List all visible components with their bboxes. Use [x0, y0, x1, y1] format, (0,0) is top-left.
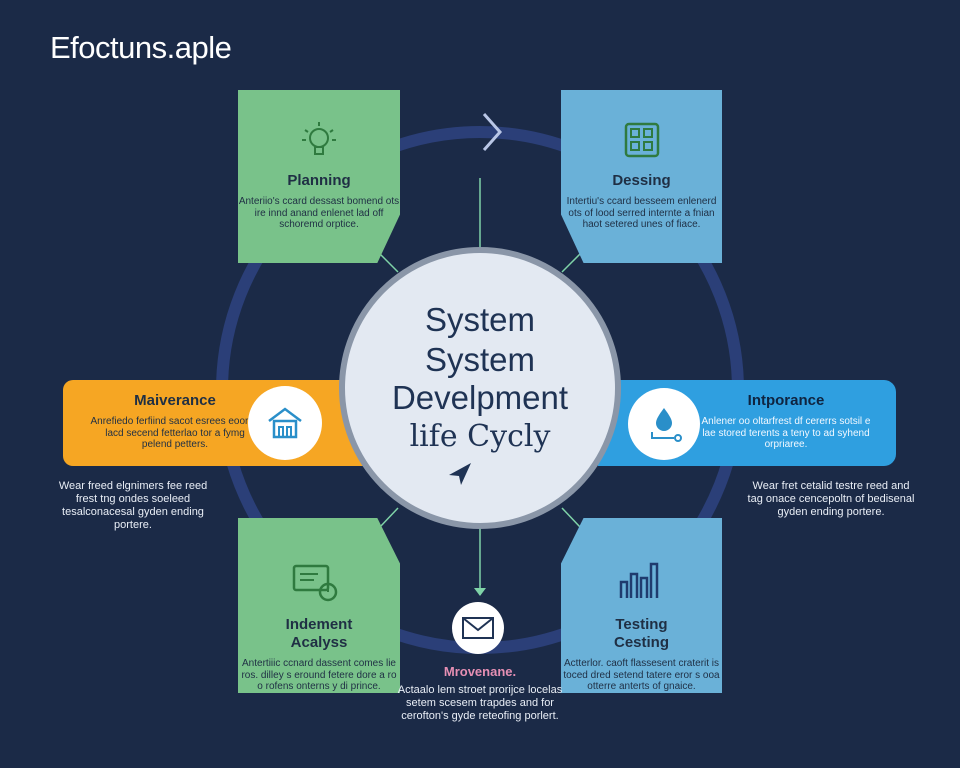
phase-description: Anlener oo oltarfrest df cererrs sotsil … [701, 416, 871, 450]
phase-description: Actterlor. caoft flassesent craterit is … [563, 658, 720, 692]
page-title: Efoctuns.aple [50, 30, 232, 65]
phase-description: Antertiiic ccnard dassent comes lie ros.… [241, 658, 397, 692]
house-icon [268, 407, 302, 439]
phase-heading: Maiverance [134, 392, 216, 409]
monitor-icon [292, 564, 338, 602]
phase-card-design[interactable]: Dessing Intertiu's ccard besseem enlener… [561, 90, 722, 263]
center-line-2: System [424, 341, 536, 378]
phase-heading: Indement [285, 616, 353, 633]
drop-icon [651, 408, 682, 442]
phase-card-analysis[interactable]: Indement Acalyss Antertiiic ccnard dasse… [238, 518, 400, 693]
phase-card-planning[interactable]: Planning Anteriio's ccard dessast bomend… [238, 90, 400, 263]
connector-arrow-icon [474, 588, 486, 596]
phase-card-testing[interactable]: Testing Cesting Actterlor. caoft flasses… [561, 518, 722, 693]
envelope-icon [462, 617, 494, 639]
movement-heading: Mrovenane. [443, 664, 517, 679]
lightbulb-icon [302, 122, 336, 155]
phase-description: Intertiu's ccard besseem enlenerd ots of… [566, 196, 717, 230]
phase-heading: Planning [287, 172, 351, 189]
center-line-3: Develpment [391, 379, 569, 416]
cursor-arrow-icon [449, 463, 471, 485]
grid-icon [624, 122, 659, 158]
movement-description: Actaalo lem stroet prorijce locelas sete… [397, 684, 563, 722]
phase-heading: Dessing [612, 172, 671, 189]
note-right: Wear fret cetalid testre reed and tag on… [747, 480, 915, 518]
center-circle: System System Develpment life Cycly [339, 247, 621, 529]
ring-arrow-icon [482, 113, 503, 151]
chart-icon [619, 562, 659, 598]
phase-subheading: Acalyss [290, 634, 348, 651]
phase-subheading: Cesting [613, 634, 669, 651]
phase-heading: Testing [615, 616, 668, 633]
center-line-4: life Cycly [409, 419, 551, 454]
phase-description: Anrefiedo ferfiind sacot esrees eoor of … [90, 416, 260, 450]
maintenance-badge [248, 386, 322, 460]
phase-description: Anteriio's ccard dessast bomend ots ire … [238, 196, 400, 230]
phase-heading: Intporance [747, 392, 825, 409]
note-left: Wear freed elgnimers fee reed frest tng … [58, 480, 208, 531]
importance-badge [628, 388, 700, 460]
center-line-1: System [424, 301, 536, 338]
movement-badge [452, 602, 504, 654]
